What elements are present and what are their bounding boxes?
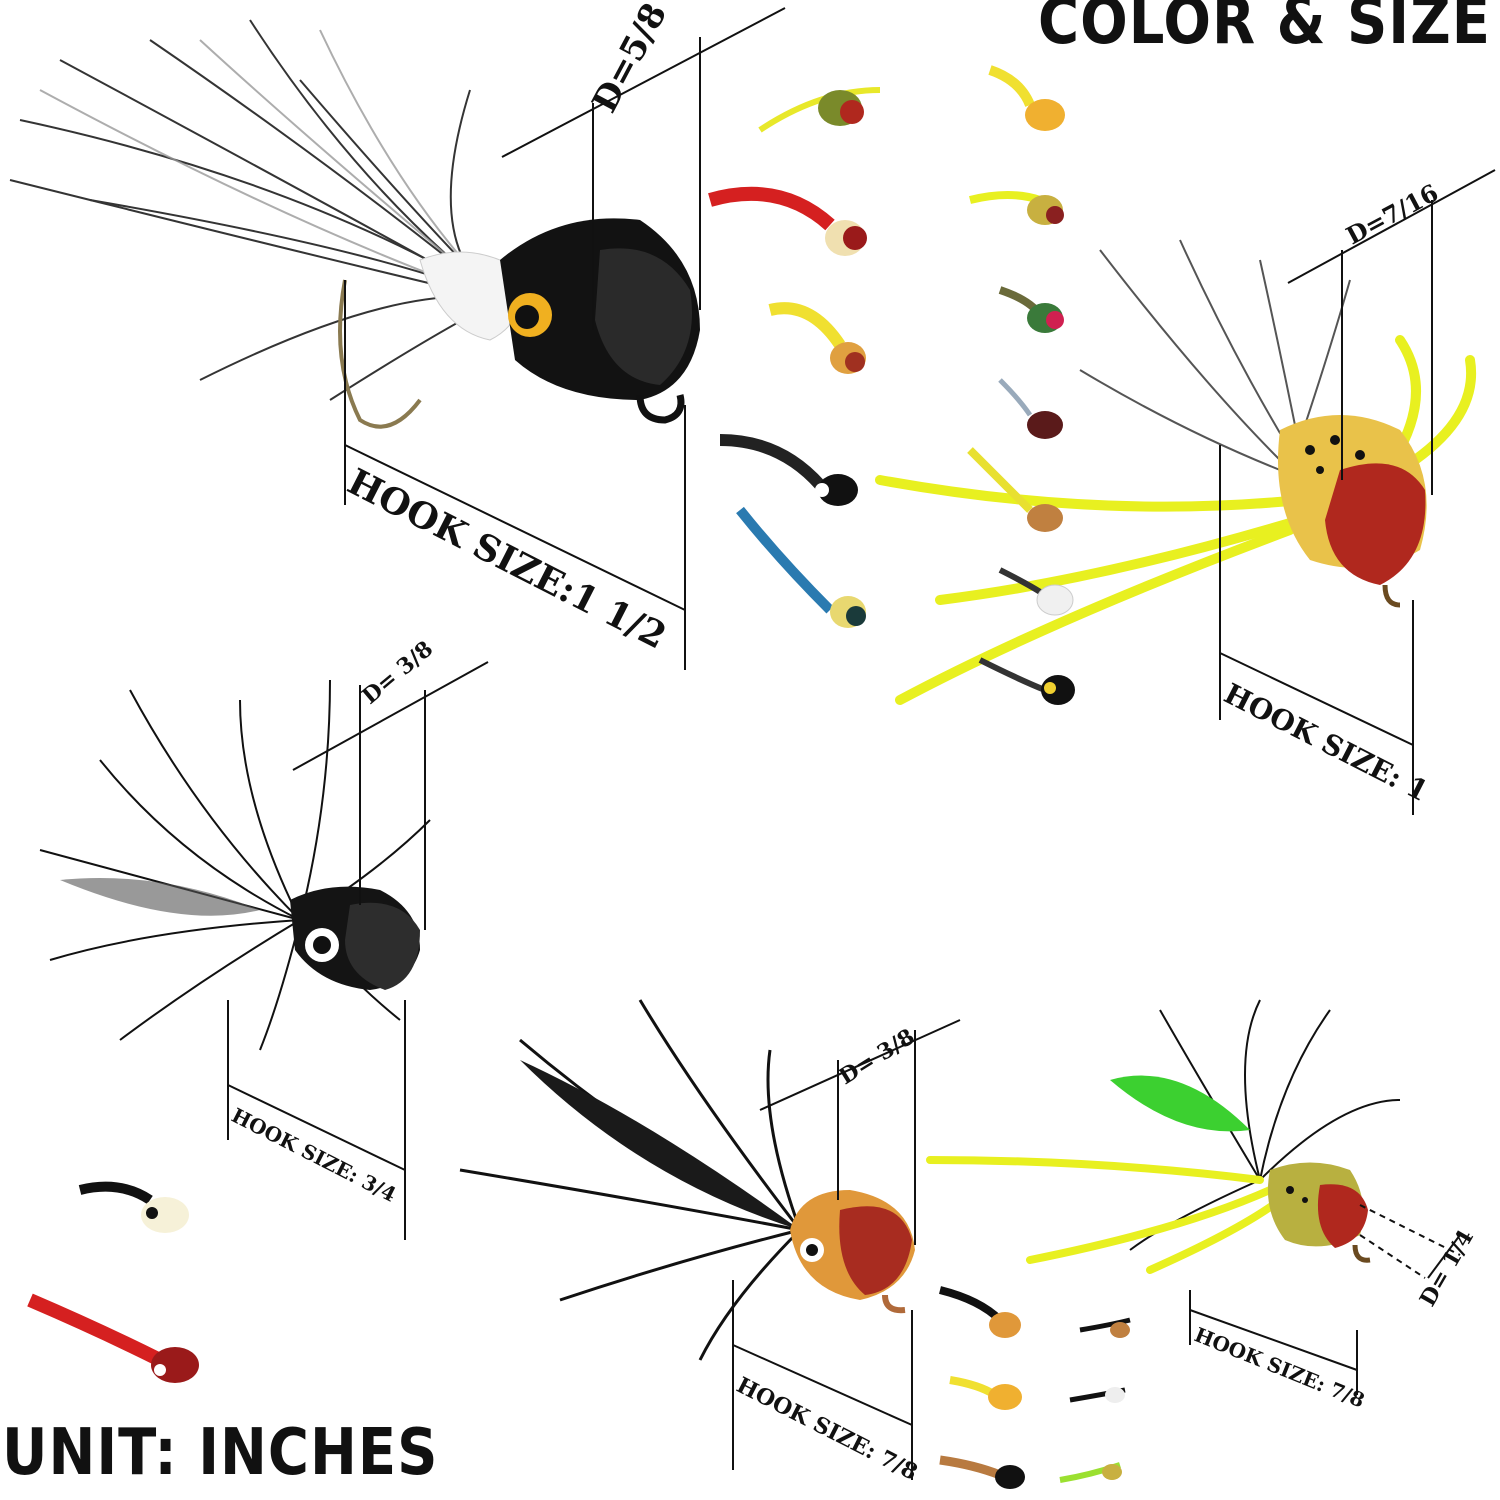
small-lures-right [967,65,1075,705]
small-lures-bottom-left [27,1181,199,1383]
hook-label-4: HOOK SIZE: 7/8 [732,1372,921,1486]
dimension-lines [227,7,1496,1480]
diameter-label-1: D=5/8 [585,0,676,119]
small-lures-bottom-middle [939,1286,1131,1489]
green-frog-popper [926,999,1401,1274]
black-white-popper [9,19,700,429]
hook-label-1: HOOK SIZE:1 1/2 [341,461,673,658]
orange-black-popper [459,999,915,1361]
unit-label: UNIT: INCHES [2,1415,439,1490]
yellow-frog-popper [875,239,1477,705]
diameter-label-2: D=7/16 [1341,178,1443,250]
hook-label-5: HOOK SIZE: 7/8 [1191,1322,1368,1412]
hook-label-2: HOOK SIZE: 1 [1219,677,1434,808]
diameter-label-5: D= 1/4 [1415,1225,1479,1311]
page-title: COLOR & SIZE [1038,0,1491,59]
diameter-label-4: D= 3/8 [834,1024,919,1090]
small-lures-mid [708,87,881,628]
black-popper [39,679,431,1051]
